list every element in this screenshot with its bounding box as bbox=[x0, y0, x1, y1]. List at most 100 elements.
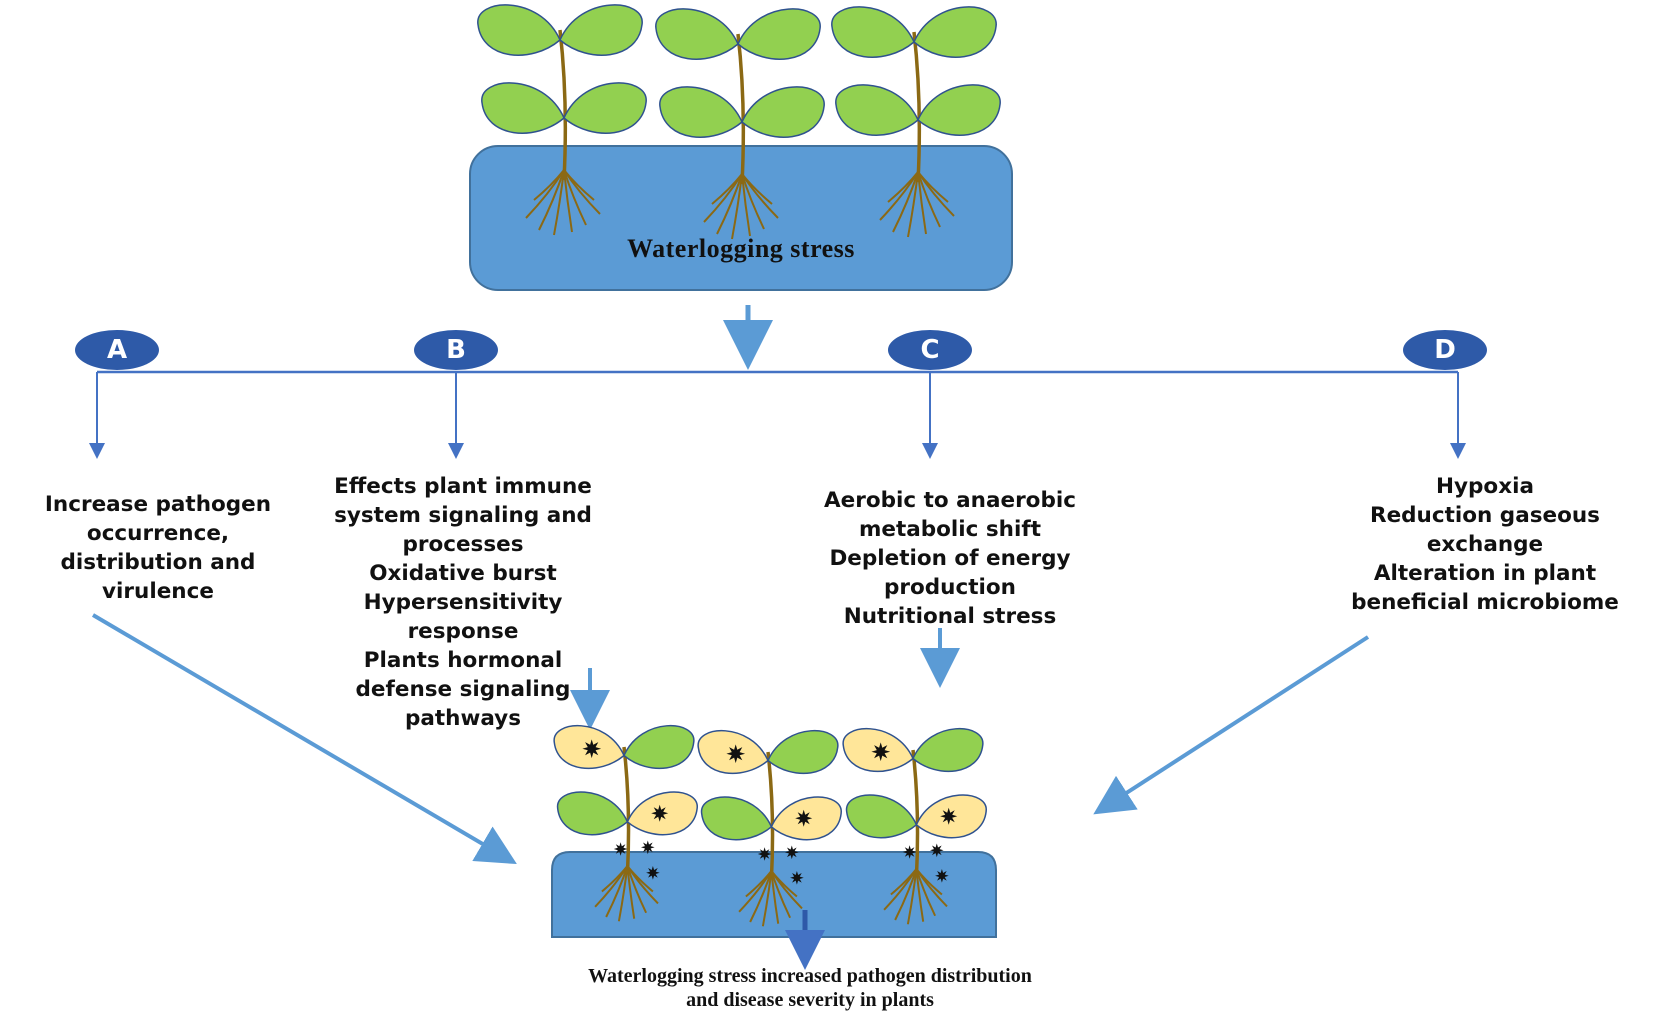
pathogen-mark bbox=[726, 744, 746, 764]
branch-c-line: Nutritional stress bbox=[843, 604, 1057, 629]
root-line bbox=[890, 868, 918, 896]
root-line bbox=[770, 870, 792, 919]
water-panel-top bbox=[469, 145, 1013, 291]
branch-b-line: Effects plant immune bbox=[334, 474, 592, 499]
root-line bbox=[626, 865, 654, 893]
branch-a-line: distribution and bbox=[60, 550, 256, 575]
seedling bbox=[553, 725, 698, 922]
seedling bbox=[697, 730, 842, 927]
root-line bbox=[770, 870, 798, 898]
root-line bbox=[563, 169, 587, 226]
root-line bbox=[761, 870, 773, 927]
seedling bbox=[477, 4, 647, 236]
pathogen-mark bbox=[651, 804, 669, 822]
root-line bbox=[741, 173, 773, 205]
leaf-shape bbox=[659, 86, 743, 138]
branch-b-line: defense signaling bbox=[355, 677, 571, 702]
root-line bbox=[626, 865, 648, 914]
bottom-caption-line2: and disease severity in plants bbox=[686, 989, 934, 1011]
branch-d-line: Hypoxia bbox=[1436, 474, 1534, 499]
pathogen-mark bbox=[930, 843, 944, 858]
seedling bbox=[831, 6, 1001, 238]
branch-d-line: Reduction gaseous bbox=[1370, 503, 1600, 528]
pathogen-mark bbox=[790, 871, 804, 885]
branch-b-line: Hypersensitivity bbox=[363, 590, 563, 615]
branch-d-line: beneficial microbiome bbox=[1351, 590, 1619, 615]
stem-line bbox=[736, 33, 746, 185]
pathogen-mark bbox=[613, 842, 628, 856]
badge-c bbox=[888, 330, 972, 370]
stem-line bbox=[622, 746, 631, 875]
leaf-shape bbox=[835, 84, 919, 136]
leaf-shape bbox=[831, 6, 915, 58]
leaf-shape bbox=[737, 8, 821, 60]
branch-b-line: response bbox=[407, 619, 519, 644]
branch-a-line: virulence bbox=[102, 579, 214, 604]
branch-b-line: processes bbox=[402, 532, 524, 557]
root-line bbox=[741, 173, 765, 230]
pathogen-mark bbox=[940, 807, 958, 825]
pathogen-mark bbox=[785, 845, 799, 860]
leaf-shape bbox=[481, 82, 565, 134]
branch-a-line: Increase pathogen bbox=[44, 492, 272, 517]
badge-a bbox=[75, 330, 159, 370]
stem-line bbox=[558, 29, 568, 181]
branch-c-line: metabolic shift bbox=[858, 517, 1041, 542]
root-line bbox=[553, 169, 565, 236]
pathogen-mark bbox=[582, 739, 602, 759]
bottom-caption: Waterlogging stress increased pathogen d… bbox=[480, 964, 1140, 1012]
leaf-shape bbox=[563, 82, 647, 134]
root-line bbox=[915, 868, 937, 917]
root-line bbox=[745, 870, 773, 898]
branch-b-line: Oxidative burst bbox=[369, 561, 557, 586]
leaf-shape bbox=[917, 84, 1001, 136]
badge-label-d: D bbox=[1434, 335, 1456, 365]
leaf-shape bbox=[912, 728, 984, 773]
leaf-shape bbox=[477, 4, 561, 56]
branch-a-text: Increase pathogen occurrence, distributi… bbox=[18, 490, 298, 606]
leaf-shape bbox=[913, 6, 997, 58]
badge-b bbox=[414, 330, 498, 370]
root-line bbox=[538, 169, 565, 231]
root-line bbox=[563, 169, 595, 201]
root-line bbox=[892, 171, 919, 233]
root-line bbox=[917, 171, 941, 228]
seedling bbox=[842, 728, 987, 925]
root-line bbox=[906, 868, 918, 925]
root-line bbox=[907, 171, 919, 238]
branch-b-line: Plants hormonal bbox=[363, 648, 563, 673]
branch-b-line: pathways bbox=[404, 706, 521, 731]
root-line bbox=[917, 171, 927, 235]
root-line bbox=[533, 169, 565, 201]
pathogen-mark bbox=[902, 845, 917, 859]
root-line bbox=[915, 868, 943, 896]
root-line bbox=[917, 171, 949, 203]
branch-a-line: occurrence, bbox=[86, 521, 230, 546]
badge-label-a: A bbox=[106, 335, 128, 365]
branch-c-line: production bbox=[884, 575, 1016, 600]
branch-d-line: exchange bbox=[1426, 532, 1544, 557]
root-line bbox=[711, 173, 743, 205]
badge-d bbox=[1403, 330, 1487, 370]
root-line bbox=[741, 173, 751, 237]
branch-b-text: Effects plant immune system signaling an… bbox=[313, 472, 613, 733]
root-line bbox=[601, 865, 629, 893]
pathogen-mark bbox=[795, 809, 813, 827]
pathogen-mark bbox=[641, 840, 655, 855]
badge-label-c: C bbox=[920, 335, 940, 365]
pathogen-mark bbox=[871, 742, 891, 762]
branch-c-text: Aerobic to anaerobic metabolic shift Dep… bbox=[800, 486, 1100, 631]
leaf-shape bbox=[741, 86, 825, 138]
leaf-shape bbox=[767, 730, 839, 775]
badge-label-b: B bbox=[446, 335, 466, 365]
stem-line bbox=[912, 31, 922, 183]
leaf-shape bbox=[556, 791, 629, 836]
arrow-d-to-bottom bbox=[1093, 635, 1370, 815]
top-panel-label: Waterlogging stress bbox=[627, 234, 855, 263]
leaf-shape bbox=[655, 8, 739, 60]
arrow-a-to-bottom bbox=[91, 613, 517, 865]
root-line bbox=[887, 171, 919, 203]
branch-d-text: Hypoxia Reduction gaseous exchange Alter… bbox=[1330, 472, 1640, 617]
root-line bbox=[617, 865, 629, 922]
